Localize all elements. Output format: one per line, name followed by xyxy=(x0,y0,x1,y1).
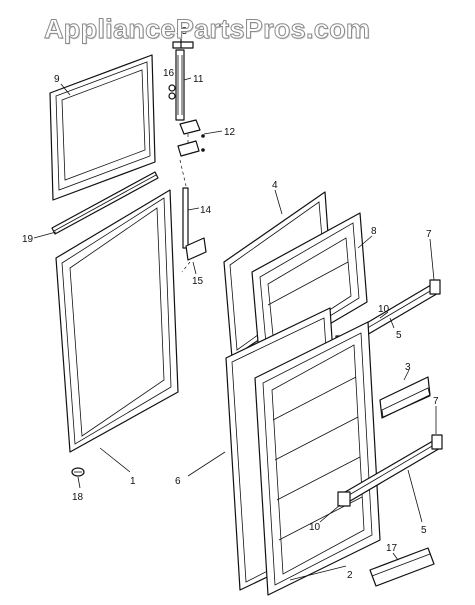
callout-18: 18 xyxy=(72,492,84,503)
part-8-freezer-door-liner[interactable] xyxy=(251,212,368,366)
part-13-hinge-bolt[interactable] xyxy=(172,37,194,49)
callout-16: 16 xyxy=(163,68,175,79)
callout-6: 6 xyxy=(175,476,181,487)
callout-5b: 5 xyxy=(421,525,427,536)
part-16-bushing[interactable] xyxy=(168,84,176,100)
callout-8: 8 xyxy=(371,226,377,237)
callout-1: 1 xyxy=(130,476,136,487)
part-11-hinge-pin-housing[interactable] xyxy=(175,49,185,121)
part-19-trim-strip[interactable] xyxy=(51,171,159,235)
leader-lines xyxy=(33,77,437,581)
callout-7a: 7 xyxy=(426,229,432,240)
watermark-logo: AppliancePartsPros.com xyxy=(43,14,371,45)
callout-17: 17 xyxy=(386,543,398,554)
callout-15: 15 xyxy=(192,276,204,287)
part-12-hinge-bracket[interactable] xyxy=(177,119,205,157)
part-1-door-gasket[interactable] xyxy=(55,189,179,453)
callout-3: 3 xyxy=(405,362,411,373)
part-7-shelf-end-cap-upper[interactable] xyxy=(429,279,441,295)
callout-10b: 10 xyxy=(309,522,321,533)
callout-13: 13 xyxy=(176,26,188,37)
part-17-dairy-bin[interactable] xyxy=(369,547,435,587)
callout-7b: 7 xyxy=(433,396,439,407)
part-9-freezer-gasket[interactable] xyxy=(49,54,156,201)
part-3-door-bin[interactable] xyxy=(379,376,431,419)
callout-2: 2 xyxy=(347,570,353,581)
callout-14: 14 xyxy=(200,205,212,216)
callout-10a: 10 xyxy=(378,304,390,315)
part-15-hinge-base[interactable] xyxy=(185,237,207,261)
callout-19: 19 xyxy=(22,234,34,245)
callout-4: 4 xyxy=(272,180,278,191)
callout-12: 12 xyxy=(224,127,236,138)
callout-5a: 5 xyxy=(396,330,402,341)
part-2-fresh-food-door-liner[interactable] xyxy=(254,321,381,596)
part-18-screw[interactable] xyxy=(71,467,85,477)
part-7-shelf-end-cap-lower[interactable] xyxy=(431,434,443,450)
part-10-shelf-end-cap-lower[interactable] xyxy=(337,491,351,507)
callout-11: 11 xyxy=(193,74,204,85)
part-14-hinge-rod[interactable] xyxy=(182,187,189,249)
callout-9: 9 xyxy=(54,74,60,85)
callout-labels: 1 2 3 4 5 5 6 7 7 8 9 10 10 11 12 13 14 … xyxy=(22,26,439,581)
